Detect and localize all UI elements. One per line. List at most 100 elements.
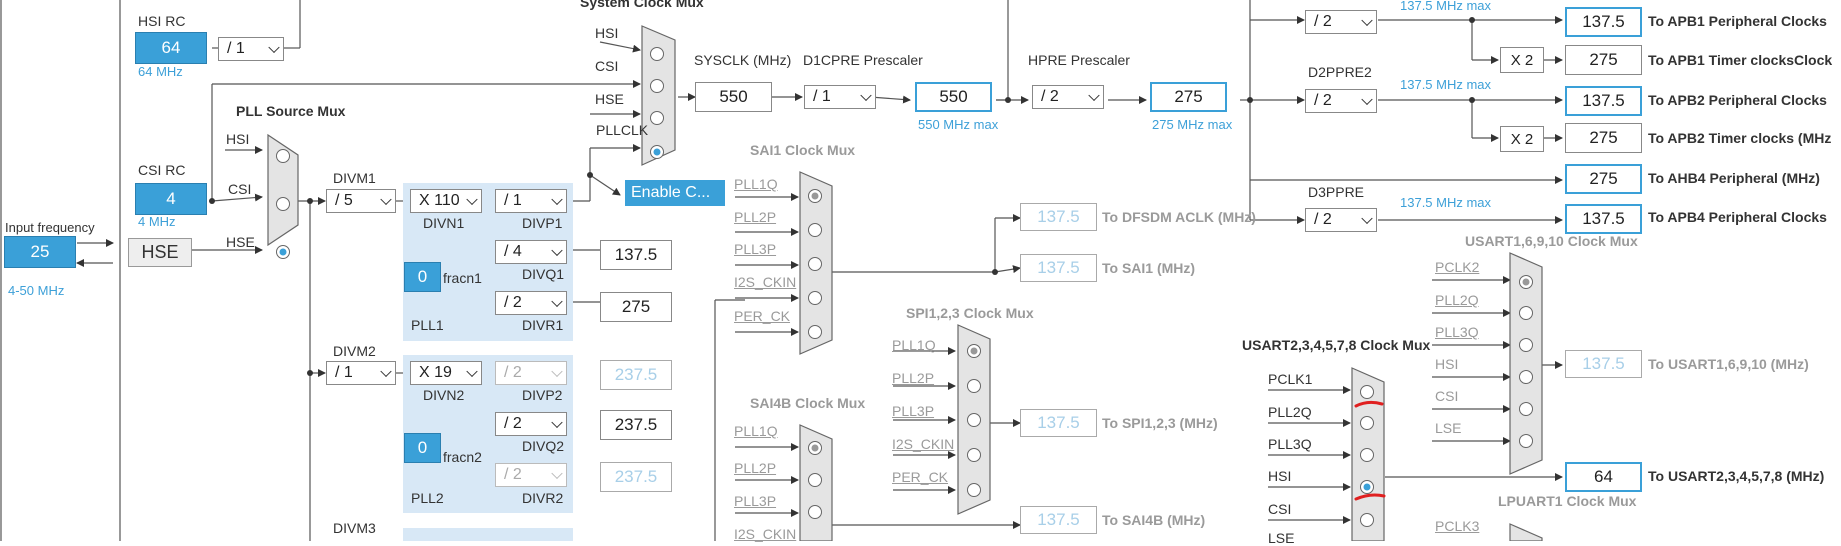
chevron-down-icon	[551, 295, 563, 308]
pll2-q-output: 237.5	[600, 410, 672, 440]
divq2-select[interactable]: / 2	[495, 412, 567, 436]
divm1-label: DIVM1	[333, 170, 376, 186]
chevron-down-icon	[1361, 93, 1373, 106]
usart2345-output-value: 64	[1565, 462, 1642, 492]
sai1-output-label: To SAI1 (MHz)	[1102, 260, 1196, 276]
usart16910-input-pclk2: PCLK2	[1435, 259, 1480, 275]
input-frequency-label: Input frequency	[5, 220, 95, 235]
pll2-r-output: 237.5	[600, 462, 672, 492]
sai1-input-i2s-ckin: I2S_CKIN	[734, 274, 797, 290]
pll-mux-input-csi: CSI	[228, 181, 252, 197]
apb1-timer-value: 275	[1565, 45, 1642, 75]
chevron-down-icon	[268, 41, 280, 54]
chevron-down-icon	[551, 244, 563, 257]
divr2-label: DIVR2	[522, 490, 564, 506]
chevron-down-icon	[466, 193, 478, 206]
apb1-divider-select[interactable]: / 2	[1305, 10, 1377, 34]
hpre-label: HPRE Prescaler	[1028, 52, 1130, 68]
csi-rc-value[interactable]: 4	[135, 183, 207, 215]
pll2-p-output: 237.5	[600, 360, 672, 390]
sys-mux-input-hse: HSE	[595, 91, 624, 107]
usart16910-output-label: To USART1,6,9,10 (MHz)	[1648, 356, 1809, 372]
divm2-select[interactable]: / 1	[326, 361, 396, 385]
apb2-output-label: To APB2 Peripheral Clocks	[1648, 92, 1827, 108]
csi-freq-label: 4 MHz	[138, 214, 176, 229]
divp2-select[interactable]: / 2	[495, 361, 567, 385]
pll2-name: PLL2	[411, 490, 444, 506]
input-frequency-value[interactable]: 25	[4, 236, 76, 268]
divr1-label: DIVR1	[522, 317, 564, 333]
divp2-label: DIVP2	[522, 387, 563, 403]
divn2-label: DIVN2	[423, 387, 465, 403]
ahb4-value: 275	[1565, 164, 1642, 194]
apb2-timer-multiplier: X 2	[1500, 126, 1544, 152]
apb2-divider-select[interactable]: / 2	[1305, 89, 1377, 113]
divn1-select[interactable]: X 110	[410, 189, 482, 213]
pll-mux-input-hse: HSE	[226, 234, 255, 250]
usart2345-input-pll2q: PLL2Q	[1268, 404, 1312, 420]
ahb4-output-label: To AHB4 Peripheral (MHz)	[1648, 170, 1820, 186]
divq1-select[interactable]: / 4	[495, 240, 567, 264]
divr1-select[interactable]: / 2	[495, 291, 567, 315]
d1cpre-select[interactable]: / 1	[804, 85, 876, 109]
usart2345-input-csi: CSI	[1268, 501, 1292, 517]
cpu-max-label: 550 MHz max	[918, 117, 999, 132]
sai4b-input-pll2p: PLL2P	[734, 460, 777, 476]
pll3-panel	[403, 528, 573, 541]
divn2-select[interactable]: X 19	[410, 361, 482, 385]
pll1-r-output: 275	[600, 292, 672, 322]
pll-source-mux-shape	[267, 133, 299, 247]
chevron-down-icon	[1088, 89, 1100, 102]
usart2345-input-hsi: HSI	[1268, 468, 1292, 484]
fracn1-label: fracn1	[443, 270, 482, 286]
fracn1-value[interactable]: 0	[404, 262, 441, 292]
usart2345-input-lse: LSE	[1268, 530, 1295, 546]
spi-input-pll1q: PLL1Q	[892, 337, 936, 353]
sai1-clock-mux-title: SAI1 Clock Mux	[750, 142, 856, 158]
chevron-down-icon	[860, 89, 872, 102]
apb2-timer-value: 275	[1565, 123, 1642, 153]
sai1-input-per-ck: PER_CK	[734, 308, 791, 324]
sys-mux-input-pllclk: PLLCLK	[596, 122, 649, 138]
hpre-select[interactable]: / 2	[1032, 85, 1104, 109]
sai4b-clock-mux-title: SAI4B Clock Mux	[750, 395, 866, 411]
hsi-rc-value[interactable]: 64	[135, 32, 207, 64]
sysclk-value: 550	[695, 82, 772, 112]
apb4-divider-select[interactable]: / 2	[1305, 208, 1377, 232]
usart2345-input-pll3q: PLL3Q	[1268, 436, 1312, 452]
sai4b-output-value: 137.5	[1020, 506, 1097, 534]
usart2345-clock-mux-title: USART2,3,4,5,7,8 Clock Mux	[1242, 337, 1431, 353]
divm1-select[interactable]: / 5	[326, 189, 396, 213]
divp1-label: DIVP1	[522, 215, 563, 231]
sai1-output-value: 137.5	[1020, 254, 1097, 282]
hse-block[interactable]: HSE	[128, 238, 192, 267]
d2ppre2-label: D2PPRE2	[1308, 64, 1372, 80]
divr2-select[interactable]: / 2	[495, 463, 567, 487]
spi-output-label: To SPI1,2,3 (MHz)	[1102, 415, 1218, 431]
sai4b-input-pll1q: PLL1Q	[734, 423, 778, 439]
sai1-input-pll1q: PLL1Q	[734, 176, 778, 192]
hsi-rc-label: HSI RC	[138, 13, 186, 29]
system-clock-mux-title: System Clock Mux	[580, 0, 704, 10]
pll1-q-output: 137.5	[600, 240, 672, 270]
d1cpre-label: D1CPRE Prescaler	[803, 52, 923, 68]
chevron-down-icon	[551, 193, 563, 206]
spi-input-i2s-ckin: I2S_CKIN	[892, 436, 955, 452]
apb4-max-label: 137.5 MHz max	[1400, 195, 1492, 210]
usart16910-input-csi: CSI	[1435, 388, 1459, 404]
enable-css-button[interactable]: Enable C...	[625, 180, 725, 206]
chevron-down-icon	[1361, 14, 1373, 27]
chevron-down-icon	[551, 416, 563, 429]
spi-output-value: 137.5	[1020, 409, 1097, 437]
sai4b-input-i2s-ckin: I2S_CKIN	[734, 526, 797, 542]
apb1-timer-multiplier: X 2	[1500, 47, 1544, 73]
apb2-timer-label: To APB2 Timer clocks (MHz	[1648, 130, 1832, 146]
hsi-divider-select[interactable]: / 1	[218, 37, 284, 61]
chevron-down-icon	[380, 193, 392, 206]
pll-mux-input-hsi: HSI	[226, 131, 250, 147]
divp1-select[interactable]: / 1	[495, 189, 567, 213]
usart16910-input-pll2q: PLL2Q	[1435, 292, 1479, 308]
fracn2-value[interactable]: 0	[404, 433, 441, 463]
apb1-output-label: To APB1 Peripheral Clocks	[1648, 13, 1827, 29]
